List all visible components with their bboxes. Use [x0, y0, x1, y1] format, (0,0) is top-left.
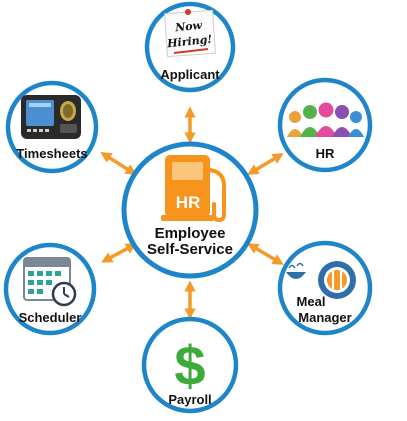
timesheets-node[interactable]: Timesheets [5, 80, 99, 174]
arrow-center-timesheets [100, 152, 137, 175]
meal-plate-icon [286, 261, 356, 299]
time-clock-terminal-icon [21, 95, 81, 139]
scheduler-label: Scheduler [19, 310, 82, 325]
arrow-center-hr [247, 153, 284, 175]
meal-manager-node[interactable]: Meal Manager [277, 240, 373, 336]
people-group-icon [287, 102, 364, 137]
now-hiring-note-icon: Now Hiring! [164, 9, 217, 58]
timesheets-label: Timesheets [16, 146, 87, 161]
center-title-line2: Self-Service [147, 241, 233, 258]
note-line1: Now [174, 19, 204, 35]
scheduler-node[interactable]: Scheduler [3, 242, 97, 336]
center-node[interactable]: HR Employee Self-Service [121, 141, 259, 279]
hr-label: HR [316, 146, 335, 161]
arrow-center-scheduler [101, 243, 137, 263]
payroll-label: Payroll [168, 392, 211, 407]
meal-label-line1: Meal [297, 294, 326, 309]
connector-arrows [100, 106, 284, 320]
meal-label-line2: Manager [298, 310, 351, 325]
calendar-clock-icon [23, 257, 77, 307]
arrow-center-meal [247, 243, 284, 265]
applicant-label: Applicant [160, 67, 220, 82]
note-line2: Hiring! [166, 33, 213, 51]
center-title-line1: Employee [155, 225, 226, 242]
applicant-node[interactable]: Now Hiring! Applicant [144, 1, 236, 93]
pump-label: HR [176, 193, 201, 212]
payroll-node[interactable]: $ Payroll [141, 316, 239, 414]
hr-node[interactable]: HR [277, 77, 373, 173]
fuel-pump-icon: HR [161, 155, 226, 223]
dollar-icon: $ [174, 334, 205, 397]
